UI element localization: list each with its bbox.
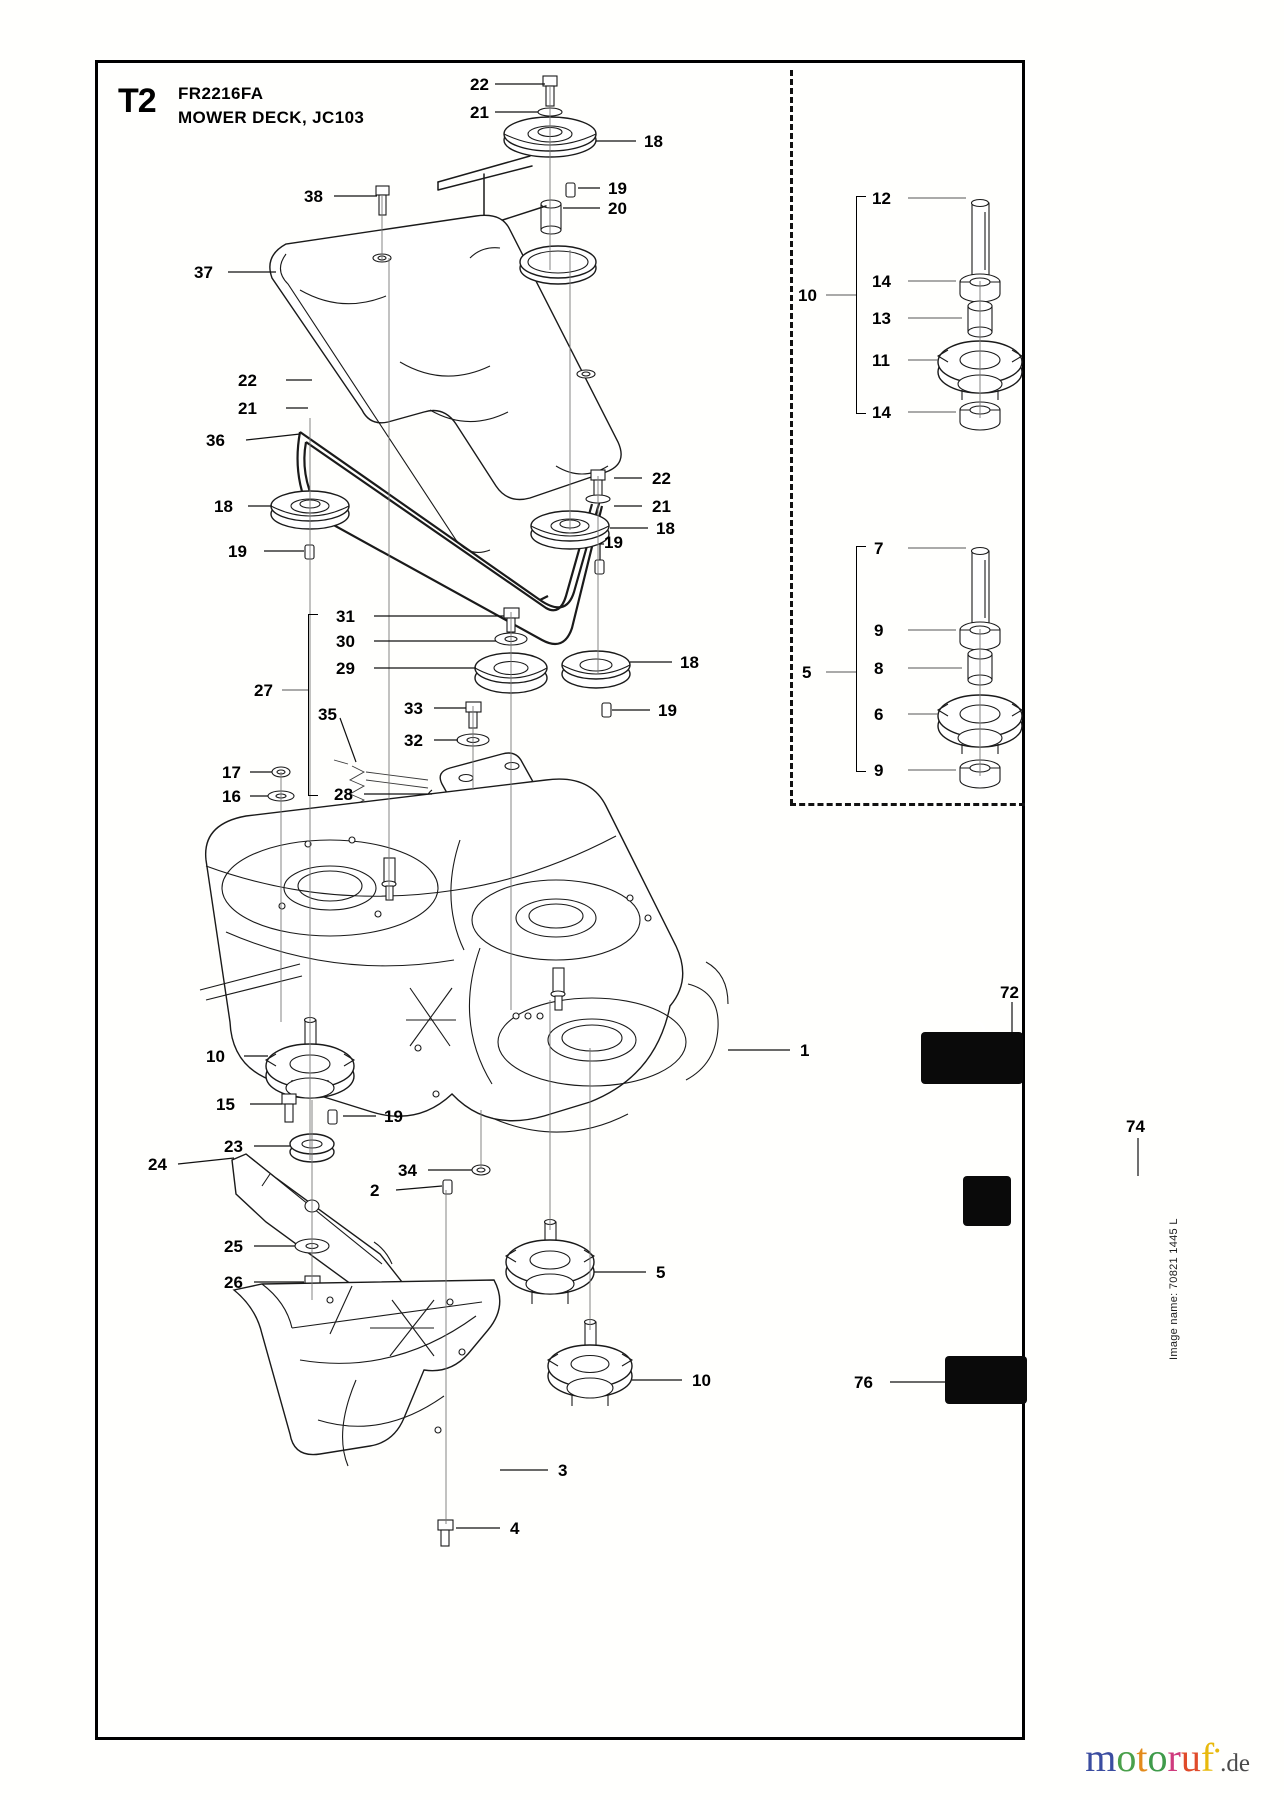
- callout-19-lower: 19: [658, 701, 677, 720]
- callout-38: 38: [304, 187, 323, 206]
- image-name-caption: Image name: 70821 1445 L: [1168, 1218, 1180, 1360]
- callout-32: 32: [404, 731, 423, 750]
- callout-19-right: 19: [604, 533, 623, 552]
- callout-3: 3: [558, 1461, 568, 1480]
- callout-16: 16: [222, 787, 241, 806]
- section-name: MOWER DECK, JC103: [178, 108, 365, 127]
- callout-21-right: 21: [652, 497, 671, 516]
- callout-31: 31: [336, 607, 355, 626]
- inset-5-group-label: 5: [802, 663, 812, 682]
- bracket-inset-10: [856, 196, 866, 414]
- callout-10-right: 10: [692, 1371, 711, 1390]
- callout-21-mid: 21: [238, 399, 257, 418]
- inset-10-group-label: 10: [798, 286, 817, 305]
- decal-76: [945, 1356, 1027, 1404]
- callout-21-top: 21: [470, 103, 489, 122]
- motoruf-logo: motoruf•.de: [1085, 1738, 1250, 1778]
- inset-divider-vertical: [790, 70, 793, 805]
- inset-5-item-7: 7: [874, 539, 884, 558]
- logo-letter-r: r: [1167, 1735, 1181, 1780]
- logo-letter-f: f: [1200, 1735, 1215, 1780]
- callout-10-left: 10: [206, 1047, 225, 1066]
- callout-25: 25: [224, 1237, 243, 1256]
- callout-72: 72: [1000, 983, 1019, 1002]
- inset-10-item-11: 11: [872, 351, 890, 370]
- logo-letter-u: u: [1180, 1735, 1201, 1780]
- model-name: FR2216FA: [178, 84, 264, 103]
- callout-26: 26: [224, 1273, 243, 1292]
- inset-5-item-9-lower: 9: [874, 761, 884, 780]
- logo-letter-m: m: [1085, 1735, 1117, 1780]
- callout-27: 27: [254, 681, 273, 700]
- callout-18-right: 18: [656, 519, 675, 538]
- inset-5-item-9-upper: 9: [874, 621, 884, 640]
- decal-72: [921, 1032, 1023, 1084]
- callout-15: 15: [216, 1095, 235, 1114]
- callout-29: 29: [336, 659, 355, 678]
- callout-4: 4: [510, 1519, 520, 1538]
- callout-18-left: 18: [214, 497, 233, 516]
- callout-76: 76: [854, 1373, 873, 1392]
- callout-18-lower: 18: [680, 653, 699, 672]
- decal-74: [963, 1176, 1011, 1226]
- inset-10-item-14-upper: 14: [872, 272, 891, 291]
- logo-letter-o1: o: [1116, 1735, 1137, 1780]
- callout-35: 35: [318, 705, 337, 724]
- callout-5-lower: 5: [656, 1263, 666, 1282]
- callout-19-top: 19: [608, 179, 627, 198]
- callout-22-mid: 22: [238, 371, 257, 390]
- callout-23: 23: [224, 1137, 243, 1156]
- callout-2: 2: [370, 1181, 380, 1200]
- callout-37: 37: [194, 263, 213, 282]
- bracket-inset-5: [856, 546, 866, 772]
- page-code: T2: [118, 82, 157, 120]
- inset-10-item-13: 13: [872, 309, 891, 328]
- logo-letter-o2: o: [1147, 1735, 1168, 1780]
- callout-33: 33: [404, 699, 423, 718]
- callout-19-left: 19: [228, 542, 247, 561]
- inset-5-item-8: 8: [874, 659, 884, 678]
- callout-18-top: 18: [644, 132, 663, 151]
- inset-divider-horizontal: [790, 803, 1025, 806]
- callout-22-right: 22: [652, 469, 671, 488]
- bracket-group-27: [308, 614, 318, 796]
- inset-5-item-6: 6: [874, 705, 884, 724]
- logo-dot-accent: •: [1214, 1741, 1221, 1761]
- inset-10-item-14-lower: 14: [872, 403, 891, 422]
- callout-17: 17: [222, 763, 241, 782]
- callout-19-below: 19: [384, 1107, 403, 1126]
- callout-28: 28: [334, 785, 353, 804]
- callout-22-top: 22: [470, 75, 489, 94]
- inset-10-item-12: 12: [872, 189, 891, 208]
- callout-1: 1: [800, 1041, 810, 1060]
- callout-34: 34: [398, 1161, 417, 1180]
- callout-74: 74: [1126, 1117, 1145, 1136]
- callout-20: 20: [608, 199, 627, 218]
- logo-tld: .de: [1220, 1750, 1250, 1777]
- callout-30: 30: [336, 632, 355, 651]
- callout-36: 36: [206, 431, 225, 450]
- callout-24: 24: [148, 1155, 167, 1174]
- logo-letter-t: t: [1136, 1735, 1148, 1780]
